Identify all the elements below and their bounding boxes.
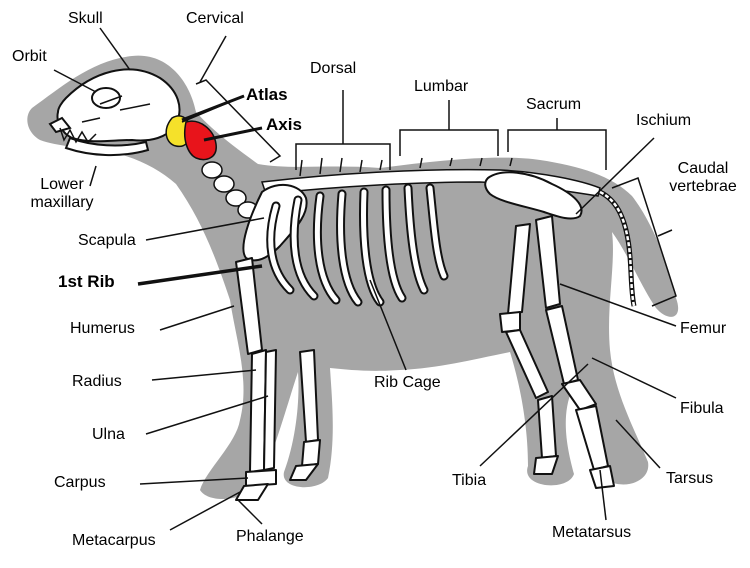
label-caudal-line2: vertebrae bbox=[669, 178, 737, 195]
cervical-vertebrae bbox=[201, 161, 259, 219]
label-lumbar: Lumbar bbox=[414, 78, 469, 95]
first-rib-pointer bbox=[137, 264, 263, 286]
spine-brackets bbox=[195, 35, 677, 307]
label-carpus: Carpus bbox=[54, 474, 106, 491]
label-ulna: Ulna bbox=[92, 426, 125, 443]
label-cervical: Cervical bbox=[186, 10, 244, 27]
label-lower-max-line1: Lower bbox=[40, 176, 84, 193]
label-skull: Skull bbox=[68, 10, 103, 27]
label-atlas: Atlas bbox=[246, 85, 288, 104]
hind-leg-bones bbox=[499, 215, 615, 489]
skull-bone bbox=[48, 68, 181, 157]
label-caudal-vertebrae: Caudal vertebrae bbox=[666, 160, 740, 196]
dog-silhouette bbox=[27, 55, 679, 500]
label-rib-cage: Rib Cage bbox=[374, 374, 441, 391]
label-axis: Axis bbox=[266, 115, 302, 134]
label-phalange: Phalange bbox=[236, 528, 304, 545]
label-lower-max-line2: maxillary bbox=[30, 194, 94, 211]
label-fibula: Fibula bbox=[680, 400, 724, 417]
pelvis-bone bbox=[484, 171, 583, 220]
label-first-rib: 1st Rib bbox=[58, 272, 115, 291]
caudal-vertebrae-inner bbox=[599, 190, 636, 307]
label-radius: Radius bbox=[72, 373, 122, 390]
leader-lines bbox=[53, 27, 677, 531]
label-orbit: Orbit bbox=[12, 48, 47, 65]
label-humerus: Humerus bbox=[70, 320, 135, 337]
label-metacarpus: Metacarpus bbox=[72, 532, 156, 549]
label-metatarsus: Metatarsus bbox=[552, 524, 632, 541]
label-tarsus: Tarsus bbox=[666, 470, 714, 487]
label-caudal-line1: Caudal bbox=[677, 160, 729, 177]
label-sacrum: Sacrum bbox=[526, 96, 582, 113]
label-scapula: Scapula bbox=[78, 232, 136, 249]
label-tibia: Tibia bbox=[452, 472, 487, 489]
front-leg-bones bbox=[235, 257, 321, 501]
label-dorsal: Dorsal bbox=[310, 60, 357, 77]
atlas-pointer bbox=[181, 94, 245, 122]
label-femur: Femur bbox=[680, 320, 727, 337]
axis-pointer bbox=[203, 126, 263, 142]
axis-vertebra bbox=[184, 120, 217, 161]
label-ischium: Ischium bbox=[636, 112, 692, 129]
label-lower-maxillary: Lower maxillary bbox=[22, 176, 102, 212]
